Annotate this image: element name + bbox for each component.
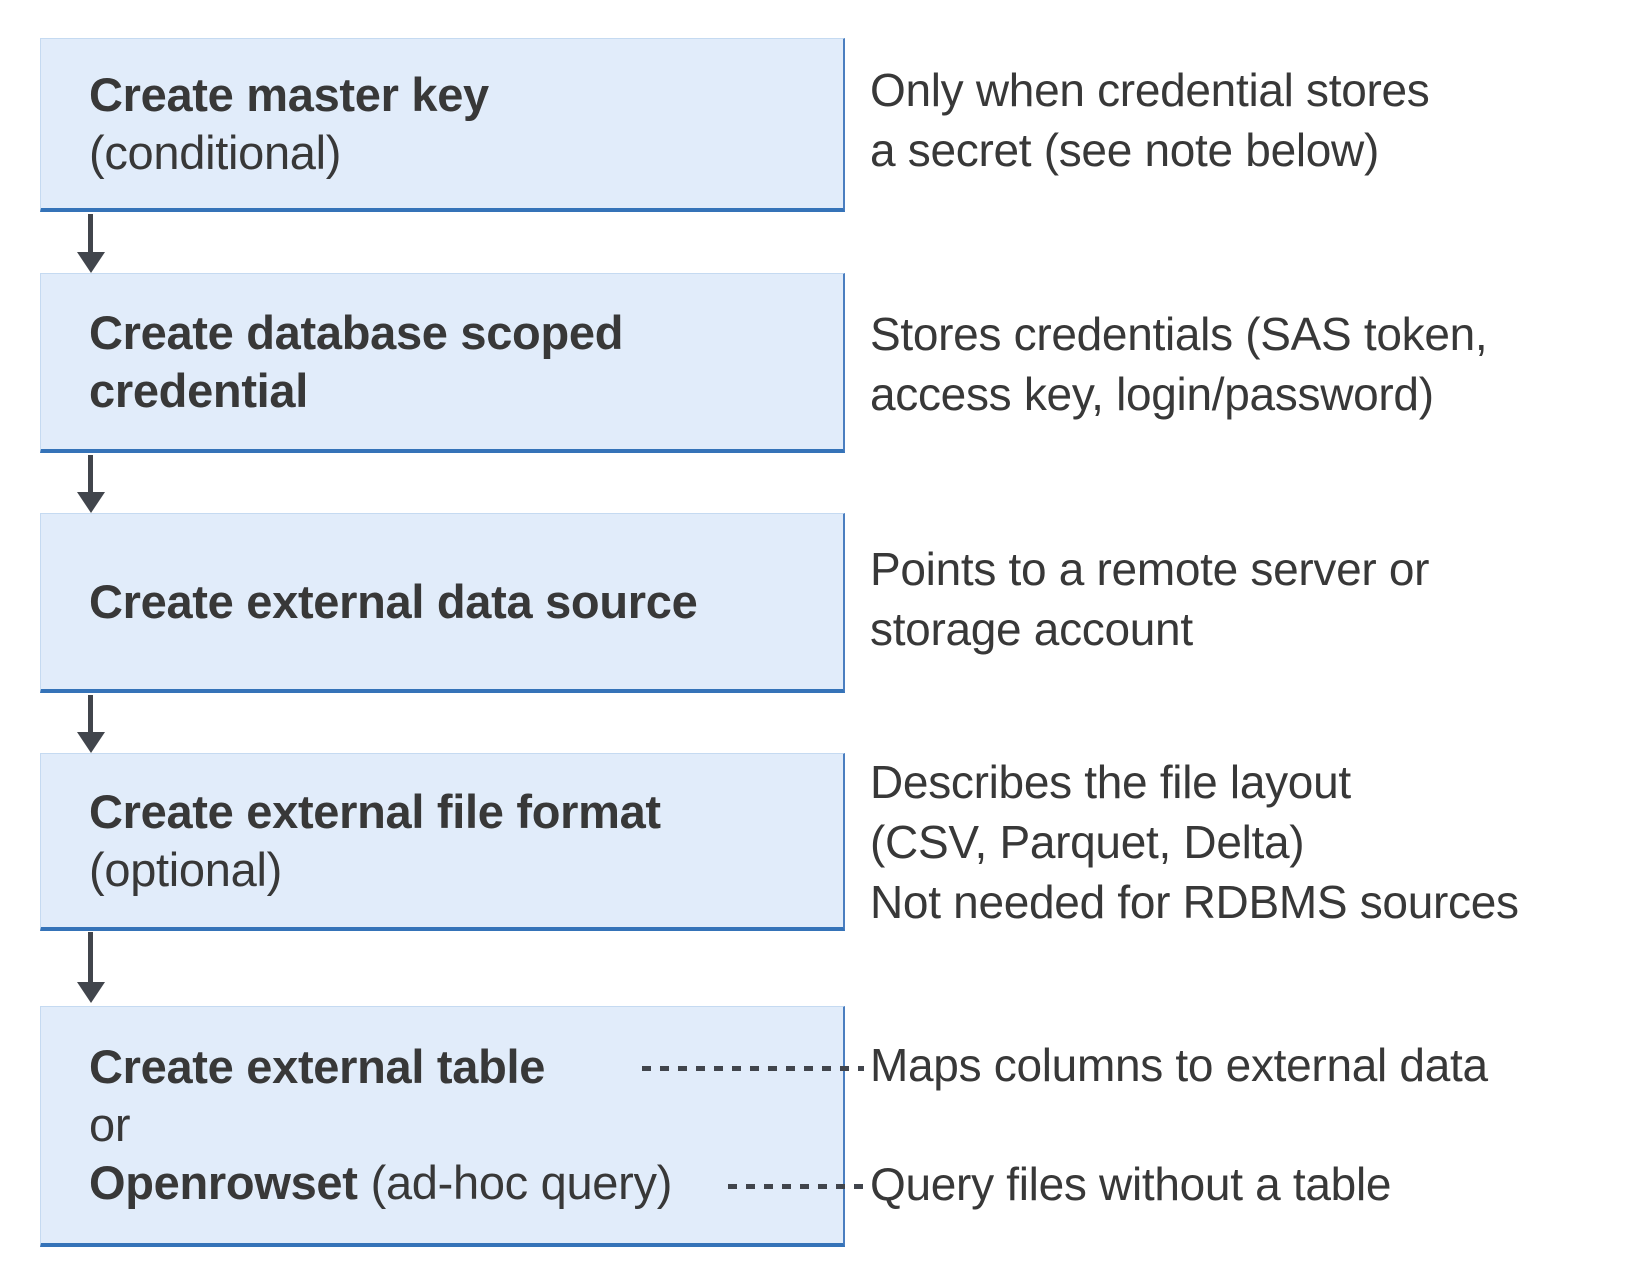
note-line: Maps columns to external data: [870, 1039, 1488, 1091]
openrowset-label: Openrowset: [89, 1156, 358, 1209]
note-line: Stores credentials (SAS token,: [870, 308, 1488, 360]
note-openrowset: Query files without a table: [870, 1154, 1391, 1214]
note-line: storage account: [870, 603, 1193, 655]
box-title-line: Create database scoped: [89, 305, 624, 359]
note-line: (CSV, Parquet, Delta): [870, 816, 1305, 868]
box-qualifier-line: (optional): [89, 842, 282, 896]
down-arrow-1: [88, 214, 93, 252]
note-external-table: Maps columns to external data: [870, 1035, 1488, 1095]
box-title-line: Create external data source: [89, 574, 698, 628]
down-arrow-4: [88, 932, 93, 982]
openrowset-qualifier: (ad-hoc query): [370, 1156, 673, 1209]
note-master-key: Only when credential stores a secret (se…: [870, 60, 1430, 180]
box-qualifier-line: (conditional): [89, 125, 342, 179]
note-line: Not needed for RDBMS sources: [870, 876, 1519, 928]
note-line: Describes the file layout: [870, 756, 1351, 808]
dashed-connector-openrowset: [728, 1184, 865, 1189]
box-title-line: Create external table: [89, 1040, 546, 1093]
dashed-connector-external-table: [642, 1066, 864, 1071]
note-line: Points to a remote server or: [870, 543, 1430, 595]
note-line: Only when credential stores: [870, 64, 1430, 116]
note-line: a secret (see note below): [870, 124, 1379, 176]
box-qualifier-line: or: [89, 1098, 131, 1151]
flow-box-create-master-key: Create master key (conditional): [40, 38, 845, 212]
note-line: access key, login/password): [870, 368, 1434, 420]
down-arrow-3: [88, 695, 93, 732]
box-title-line: Create master key: [89, 67, 489, 121]
note-data-source: Points to a remote server or storage acc…: [870, 539, 1429, 659]
flow-box-create-external-data-source: Create external data source: [40, 513, 845, 693]
flow-box-create-external-file-format: Create external file format (optional): [40, 753, 845, 931]
flow-box-create-external-table-or-openrowset: Create external table or Openrowset(ad-h…: [40, 1006, 845, 1247]
note-scoped-credential: Stores credentials (SAS token, access ke…: [870, 304, 1488, 424]
box-title-line: credential: [89, 363, 309, 417]
flow-box-create-database-scoped-credential: Create database scoped credential: [40, 273, 845, 453]
box-title-alt-line: Openrowset(ad-hoc query): [89, 1154, 843, 1212]
box-title-line: Create external file format: [89, 784, 661, 838]
down-arrow-2: [88, 455, 93, 492]
note-file-format: Describes the file layout (CSV, Parquet,…: [870, 752, 1519, 932]
note-line: Query files without a table: [870, 1158, 1392, 1210]
